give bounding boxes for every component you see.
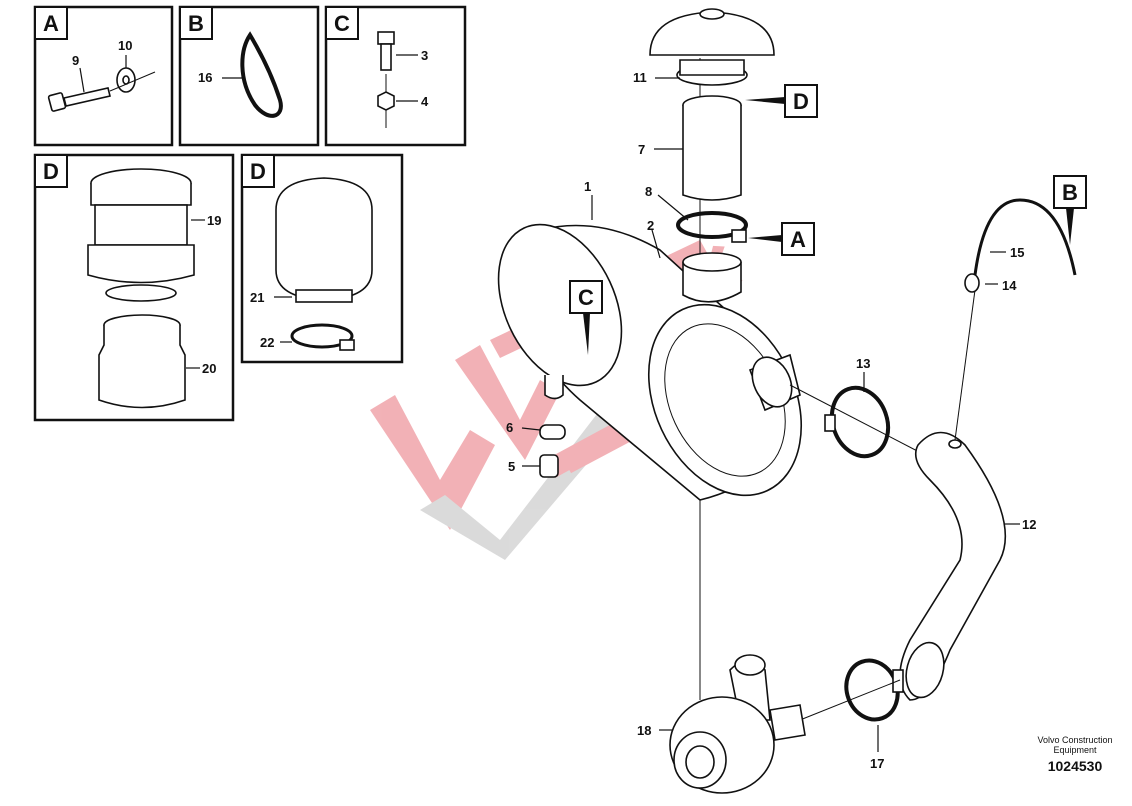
nut-part-4-icon (377, 74, 395, 128)
panel-letter: D (250, 159, 266, 184)
callout-b: B (1053, 175, 1087, 245)
clamp-part-8-icon (676, 211, 748, 243)
filter-element-part-7-icon (682, 95, 742, 201)
sensor-part-14-icon: 14 (954, 273, 1017, 441)
precleaner-part-19-icon (87, 168, 195, 302)
detail-panel-c: C 3 4 (324, 5, 467, 147)
panel-letter: D (43, 159, 59, 184)
wire-part-15-icon: 15 (973, 198, 1077, 276)
drawing-number: 1024530 (1048, 758, 1103, 774)
callout-letter: D (793, 89, 809, 114)
clamp-part-6-icon (539, 424, 566, 440)
hose-clamp-part-22-icon (290, 323, 355, 351)
sleeve-part-5-icon (539, 454, 559, 478)
panel-letter: A (43, 11, 59, 36)
detail-panel-a: A 9 10 (33, 5, 174, 147)
part-number-7: 7 (638, 142, 645, 157)
detail-panel-d-cap: D 21 22 (240, 153, 404, 364)
intake-hose-part-12-icon: 12 (899, 431, 1036, 701)
part-number-20: 20 (202, 361, 216, 376)
part-number-8: 8 (645, 184, 652, 199)
part-number-13: 13 (856, 356, 870, 371)
screw-part-3-icon (377, 31, 395, 71)
cable-tie-part-16-icon (240, 31, 283, 118)
adapter-part-20-icon (98, 314, 186, 409)
part-number-11: 11 (633, 70, 647, 85)
air-filter-assembly: 1 2 6 5 7 8 11 (497, 8, 926, 700)
company-name-line1: Volvo Construction (1037, 735, 1112, 745)
hose-clamp-part-13-icon: 13 (824, 356, 891, 459)
part-number-4: 4 (421, 94, 429, 109)
part-number-2: 2 (647, 218, 654, 233)
washer-part-10-icon (109, 67, 156, 93)
bolt-part-9-icon (47, 87, 111, 112)
turbocharger-part-18-icon: 18 (637, 654, 806, 794)
part-number-3: 3 (421, 48, 428, 63)
detail-panel-b: B 16 (178, 5, 320, 147)
callout-letter: C (578, 285, 594, 310)
part-number-22: 22 (260, 335, 274, 350)
callout-letter: A (790, 227, 806, 252)
detail-panel-d-precleaner: D 19 20 (33, 153, 235, 422)
part-number-16: 16 (198, 70, 212, 85)
callout-letter: B (1062, 180, 1078, 205)
part-number-10: 10 (118, 38, 132, 53)
panel-letter: B (188, 11, 204, 36)
callout-c: C (569, 280, 603, 355)
part-number-6: 6 (506, 420, 513, 435)
part-number-9: 9 (72, 53, 79, 68)
drawing-footer: Volvo Construction Equipment 1024530 (1037, 735, 1112, 774)
company-name-line2: Equipment (1053, 745, 1097, 755)
part-number-14: 14 (1002, 278, 1017, 293)
part-number-17: 17 (870, 756, 884, 771)
part-number-19: 19 (207, 213, 221, 228)
part-number-12: 12 (1022, 517, 1036, 532)
part-number-5: 5 (508, 459, 515, 474)
part-number-18: 18 (637, 723, 651, 738)
part-number-15: 15 (1010, 245, 1024, 260)
callout-d: D (745, 84, 818, 118)
filter-housing-part-1-icon (497, 223, 803, 501)
hose-clamp-part-17-icon: 17 (799, 658, 904, 771)
precleaner-cap-part-11-icon (649, 8, 775, 86)
part-number-21: 21 (250, 290, 264, 305)
rain-cap-part-21-icon (275, 177, 373, 303)
part-number-1: 1 (584, 179, 591, 194)
panel-letter: C (334, 11, 350, 36)
callout-a: A (748, 222, 815, 256)
